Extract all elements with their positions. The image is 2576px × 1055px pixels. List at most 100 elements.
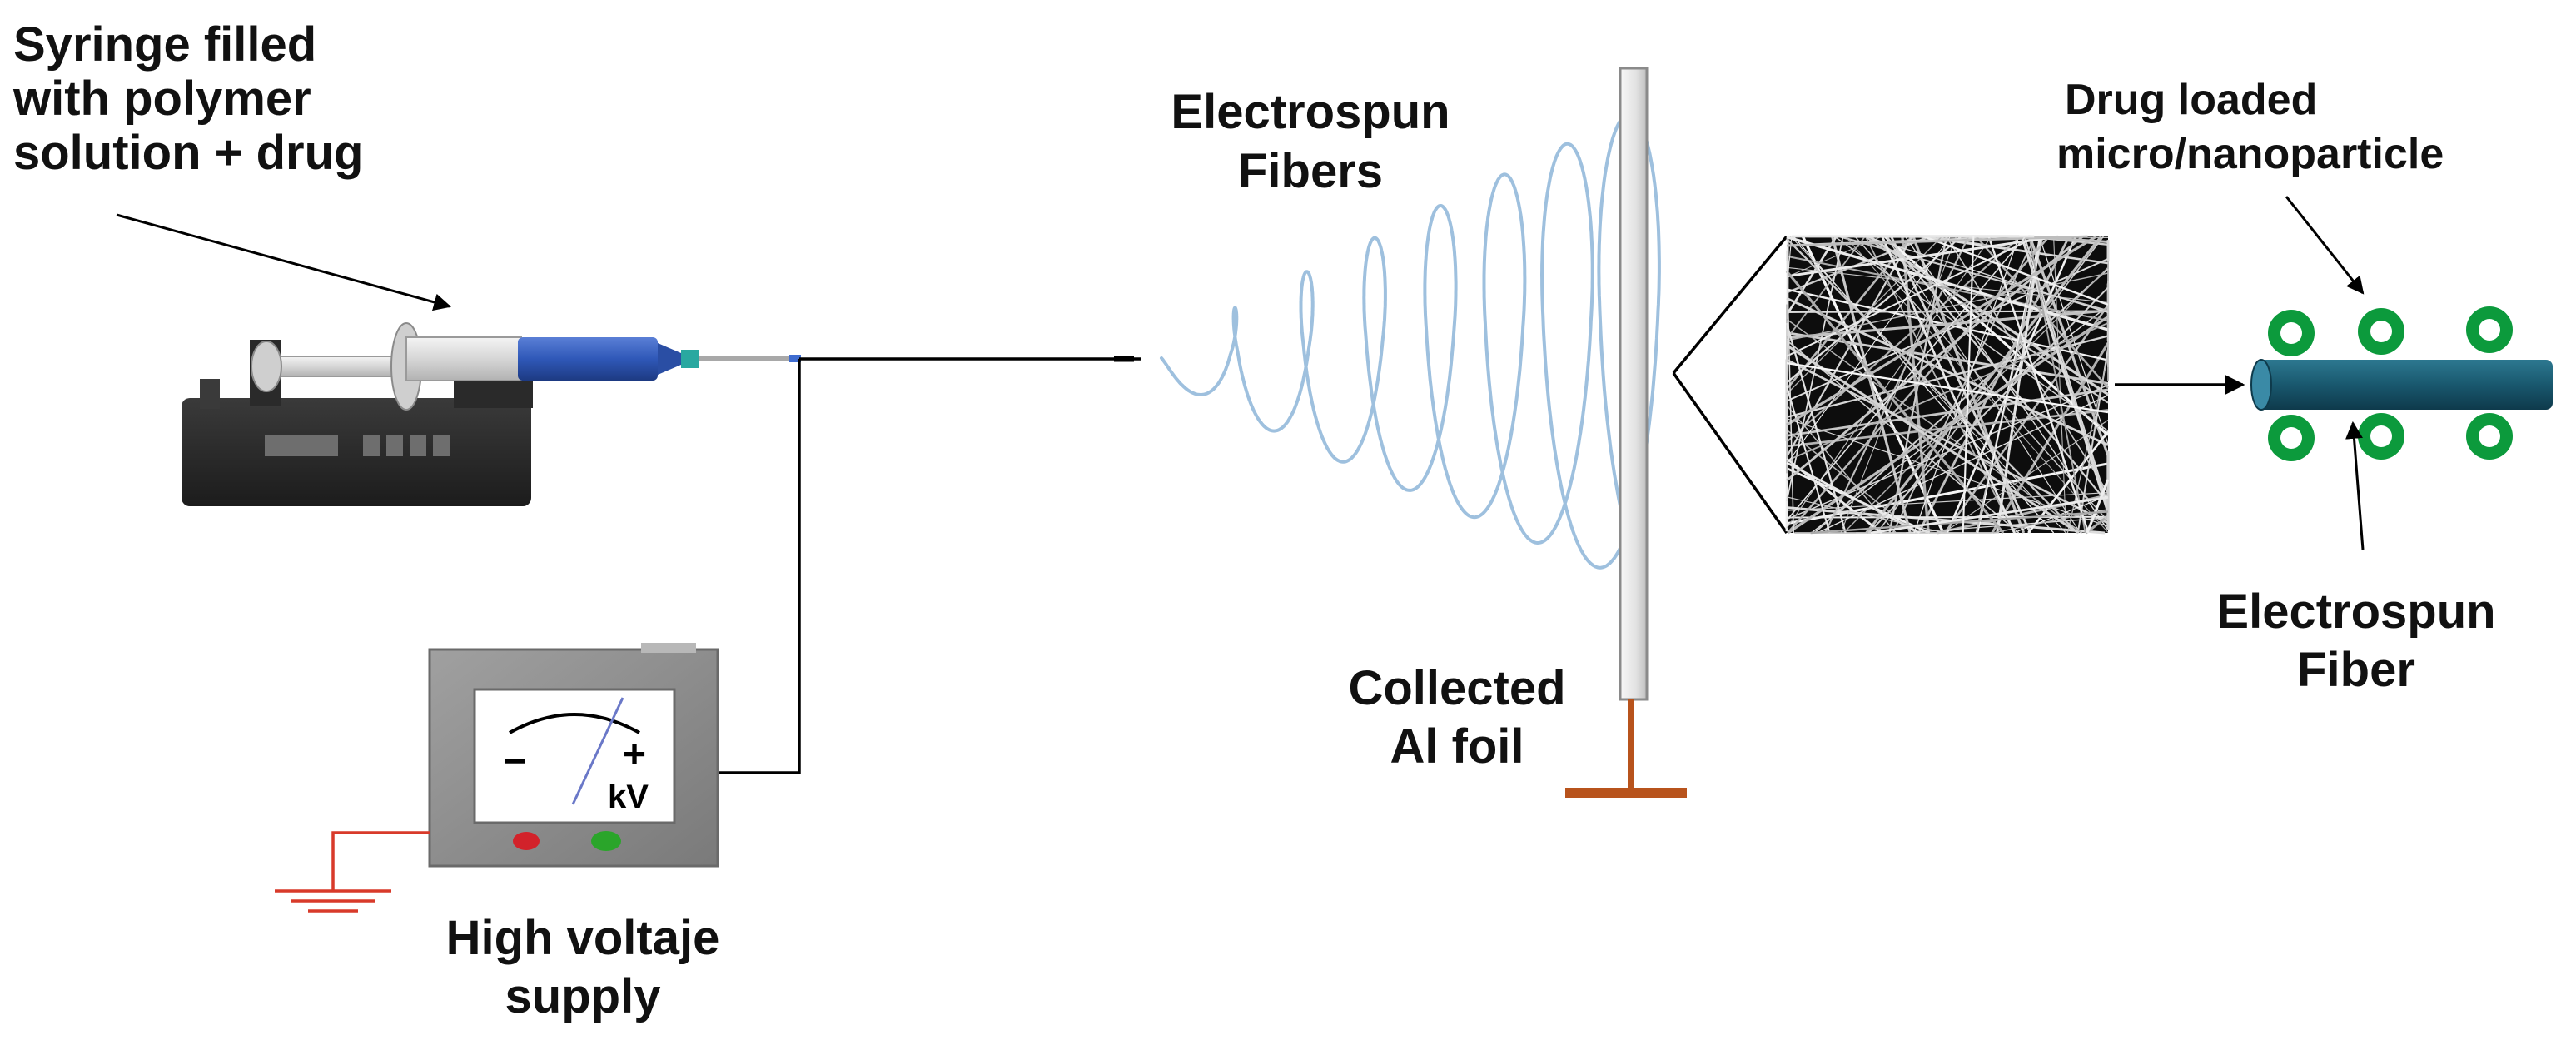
syringe-thumb-press xyxy=(251,341,282,392)
sem-fiber-strand xyxy=(1946,236,2077,534)
sem-fiber-strand xyxy=(1786,235,1930,294)
sem-fiber-strand xyxy=(1786,318,2083,534)
sem-fiber-strand xyxy=(1786,491,2109,511)
sem-fiber-strand xyxy=(2085,515,2109,535)
sem-fiber-strand xyxy=(1786,235,2088,247)
sem-fiber-strand xyxy=(1864,236,2015,534)
syringe-label-arrow xyxy=(116,213,452,311)
sem-fiber-strand xyxy=(1824,236,1970,534)
fiber-jet xyxy=(1160,112,1661,579)
sem-fiber-strand xyxy=(1854,236,2109,522)
sem-fiber-strand xyxy=(1834,236,2109,432)
syringe-label-line-3: solution + drug xyxy=(13,125,364,180)
sem-fiber-strand xyxy=(1786,236,2026,521)
sem-fiber-strand xyxy=(1786,255,2109,322)
sem-fiber-strand xyxy=(1786,340,2020,534)
sem-fiber-strand xyxy=(1786,235,2059,278)
sem-fiber-strand xyxy=(1785,322,1847,534)
sem-fiber-strand xyxy=(1867,286,2109,534)
sem-fiber-strand xyxy=(1786,250,1794,534)
sem-fiber-strand xyxy=(1786,236,1952,465)
collector-post xyxy=(1628,699,1634,793)
ground-symbol xyxy=(275,831,430,913)
meter-minus-sign: − xyxy=(503,739,526,784)
label-arrows xyxy=(116,196,2365,550)
sem-fiber-strand xyxy=(1865,235,2102,535)
collector-label-line-2: Al foil xyxy=(1390,719,1524,774)
sem-fiber-strand xyxy=(1991,342,2110,534)
zoom-line-bottom xyxy=(1672,371,1788,535)
sem-fiber-strand xyxy=(1906,517,2109,534)
syringe-barrel xyxy=(405,336,522,381)
fibers-label: Electrospun Fibers xyxy=(1119,83,1502,202)
sem-fiber-strand xyxy=(1786,236,2109,331)
sem-fiber-strand xyxy=(1786,235,2097,426)
sem-fiber-strand xyxy=(1786,236,1962,384)
particle-label-line-1: Drug loaded xyxy=(2065,76,2318,124)
sem-fiber-strand xyxy=(2020,236,2110,513)
syringe xyxy=(251,322,801,411)
syringe-hub xyxy=(681,350,699,368)
fibers-label-line-1: Electrospun xyxy=(1171,85,1450,139)
sem-fiber-strand xyxy=(1942,420,2109,534)
sem-fiber-strand xyxy=(1786,361,2109,414)
sem-fiber-strand xyxy=(1787,316,2109,535)
fiber-model xyxy=(2250,306,2553,461)
particle-label: Drug loaded micro/nanoparticle xyxy=(2056,73,2573,182)
sem-fiber-strand xyxy=(2028,236,2086,534)
particle-core xyxy=(2479,425,2500,447)
sem-fiber-strand xyxy=(1962,236,1975,534)
sem-fiber-strand xyxy=(1917,236,2071,534)
sem-fiber-strand xyxy=(1865,236,2109,314)
sem-fiber-strand xyxy=(1876,236,2105,534)
supply-label-line-2: supply xyxy=(505,968,661,1023)
pump-key-3 xyxy=(410,435,426,456)
meter-needle xyxy=(571,697,624,805)
wire-needle-to-supply xyxy=(718,357,1141,774)
supply-case-tab xyxy=(641,643,696,653)
sem-fiber-strand xyxy=(1786,461,1921,535)
particle-label-line-2: micro/nanoparticle xyxy=(2056,130,2444,178)
sem-fiber-strand xyxy=(1913,236,2020,534)
syringe-plunger-rod xyxy=(274,356,409,377)
particle-core xyxy=(2479,319,2500,341)
meter-plus-sign: + xyxy=(623,733,646,777)
sem-fiber-strand xyxy=(1996,236,2041,534)
sem-fiber-mesh xyxy=(1785,235,2110,535)
sem-fiber-strand xyxy=(1817,395,2109,534)
collector-plate xyxy=(1619,67,1649,701)
sem-fiber-strand xyxy=(1922,235,2109,306)
fiber-label-line-2: Fiber xyxy=(2297,642,2415,697)
syringe-pump xyxy=(182,340,533,506)
supply-green-button xyxy=(591,831,621,851)
syringe-tip xyxy=(658,343,681,375)
syringe-label-line-2: with polymer xyxy=(13,71,311,126)
pump-key-4 xyxy=(433,435,450,456)
supply-label-line-1: High voltaje xyxy=(445,911,720,965)
pump-base xyxy=(182,398,531,506)
sem-fiber-strand xyxy=(1831,236,1912,534)
syringe-label: Syringe filled with polymer solution + d… xyxy=(13,17,364,181)
pump-key-2 xyxy=(386,435,403,456)
fiber-end-cap xyxy=(2250,359,2272,411)
syringe-solution xyxy=(518,337,658,381)
sem-fiber-strand xyxy=(1786,496,1946,534)
sem-fiber-strand xyxy=(1786,405,1897,534)
needle-tip xyxy=(789,355,801,362)
collector xyxy=(1565,67,1687,798)
pump-key-1 xyxy=(363,435,380,456)
zoom-line-top xyxy=(1672,235,1788,375)
zoom-lines xyxy=(1672,235,1788,535)
particle-core xyxy=(2280,322,2302,344)
collector-label-line-1: Collected xyxy=(1348,661,1566,715)
collector-base xyxy=(1565,788,1687,798)
sem-image xyxy=(1785,235,2110,535)
syringe-needle xyxy=(699,356,799,361)
sem-fiber-strand xyxy=(1842,266,2109,534)
particle-label-arrow xyxy=(2285,196,2365,295)
sem-fiber-strand xyxy=(1786,386,1831,534)
supply-label: High voltaje supply xyxy=(391,909,774,1025)
high-voltage-supply: − + kV xyxy=(428,643,719,868)
fiber-label: Electrospun Fiber xyxy=(2165,583,2548,699)
